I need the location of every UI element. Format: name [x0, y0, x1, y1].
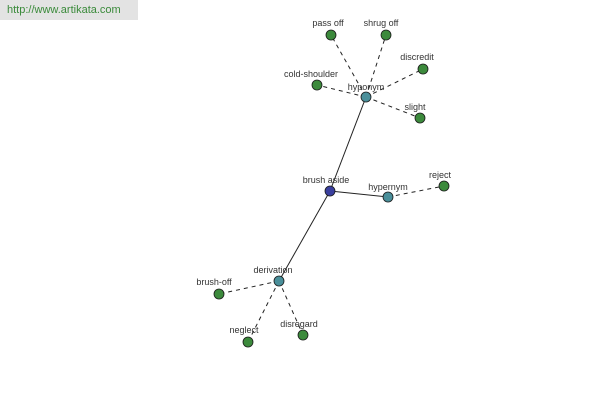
node-cold-shoulder[interactable]	[311, 79, 323, 91]
label-discredit[interactable]: discredit	[400, 52, 434, 62]
url-banner: http://www.artikata.com	[0, 0, 138, 20]
edge-derivation-brush-off	[218, 280, 280, 295]
node-hyponym[interactable]	[360, 91, 372, 103]
edge-brush-aside-hypernym	[329, 190, 389, 198]
edge-hyponym-cold-shoulder	[316, 84, 367, 98]
node-shrug-off[interactable]	[380, 29, 392, 41]
graph-nodes	[213, 29, 450, 348]
graph-labels: brush aside hyponym pass off shrug off discr…	[196, 18, 451, 335]
url-link[interactable]: http://www.artikata.com	[7, 4, 121, 16]
node-derivation[interactable]	[273, 275, 285, 287]
label-neglect[interactable]: neglect	[229, 325, 259, 335]
label-slight[interactable]: slight	[404, 102, 426, 112]
edge-derivation-neglect	[247, 280, 280, 343]
label-derivation[interactable]: derivation	[253, 265, 292, 275]
node-hypernym[interactable]	[382, 191, 394, 203]
edge-brush-aside-hyponym	[329, 96, 367, 192]
edge-derivation-disregard	[278, 280, 304, 336]
label-disregard[interactable]: disregard	[280, 319, 318, 329]
label-hypernym[interactable]: hypernym	[368, 182, 408, 192]
label-hyponym[interactable]: hyponym	[348, 82, 385, 92]
node-reject[interactable]	[438, 180, 450, 192]
edge-hyponym-slight	[365, 96, 421, 119]
node-disregard[interactable]	[297, 329, 309, 341]
label-cold-shoulder[interactable]: cold-shoulder	[284, 69, 338, 79]
edge-hypernym-reject	[387, 185, 445, 198]
node-discredit[interactable]	[417, 63, 429, 75]
edge-brush-aside-derivation	[278, 190, 331, 282]
label-brush-off[interactable]: brush-off	[196, 277, 232, 287]
graph-edges	[218, 34, 445, 343]
label-reject[interactable]: reject	[429, 170, 452, 180]
label-brush-aside[interactable]: brush aside	[303, 175, 350, 185]
node-brush-aside[interactable]	[324, 185, 336, 197]
label-shrug-off[interactable]: shrug off	[364, 18, 399, 28]
node-neglect[interactable]	[242, 336, 254, 348]
edge-hyponym-pass-off	[330, 34, 367, 98]
edge-hyponym-discredit	[365, 68, 424, 98]
edge-hyponym-shrug-off	[365, 34, 387, 98]
node-brush-off[interactable]	[213, 288, 225, 300]
node-pass-off[interactable]	[325, 29, 337, 41]
node-slight[interactable]	[414, 112, 426, 124]
label-pass-off[interactable]: pass off	[312, 18, 344, 28]
